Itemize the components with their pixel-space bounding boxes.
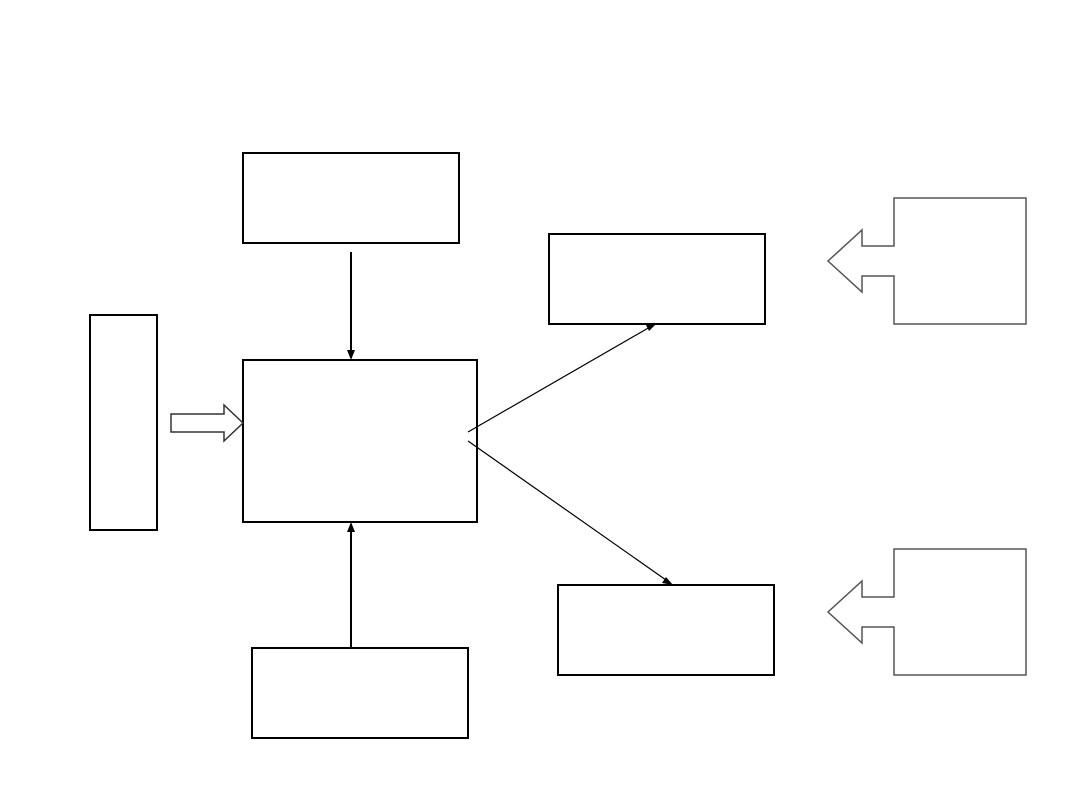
center-box (242, 359, 478, 523)
right-upper-box (548, 233, 766, 325)
left-to-center-block-arrow (170, 403, 245, 443)
upper-callout (826, 197, 1027, 325)
bottom-to-center-arrow (347, 522, 355, 648)
right-lower-box (557, 584, 775, 676)
center-to-lower-right-arrow (467, 440, 673, 585)
left-box (89, 314, 158, 531)
bottom-box (251, 647, 469, 739)
top-box (242, 152, 460, 244)
center-to-upper-right-arrow (467, 323, 657, 433)
lower-callout (826, 548, 1027, 676)
top-to-center-arrow (347, 252, 355, 360)
